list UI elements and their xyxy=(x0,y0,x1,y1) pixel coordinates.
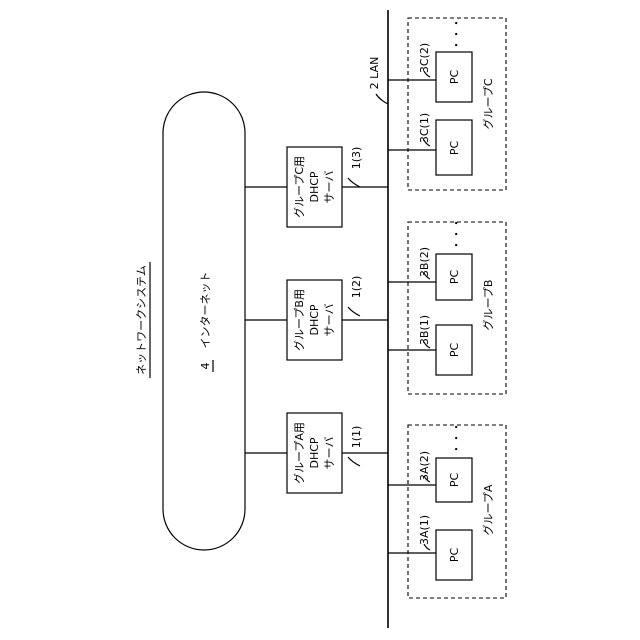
system-title: ネットワークシステム xyxy=(135,262,150,378)
server-b-line3: サーバ xyxy=(323,304,336,337)
server-b-leader xyxy=(348,307,360,316)
server-c-line2: DHCP xyxy=(308,171,321,202)
internet-label: インターネット xyxy=(199,272,212,349)
group-c-label: グループC xyxy=(481,78,495,129)
server-b-line1: グループB用 xyxy=(292,289,306,351)
server-c-leader xyxy=(348,178,360,187)
internet-number: 4 xyxy=(199,363,212,370)
server-a-line3: サーバ xyxy=(323,437,336,470)
dhcp-server-a: グループA用 DHCP サーバ 1(1) xyxy=(287,413,388,493)
server-c-line3: サーバ xyxy=(323,171,336,204)
pc-3c1-ref: 3C(1) xyxy=(418,113,431,143)
pc-3a2-label: PC xyxy=(448,473,461,488)
group-b: グループB ・・・ PC 3B(2) PC 3B(1) xyxy=(388,218,506,395)
server-c-line1: グループC用 xyxy=(292,156,306,218)
server-a-line2: DHCP xyxy=(308,437,321,468)
server-a-line1: グループA用 xyxy=(292,422,306,484)
pc-3b1-label: PC xyxy=(448,343,461,358)
pc-3b1-ref: 3B(1) xyxy=(418,315,431,345)
lan-leader xyxy=(376,94,388,104)
lan-label: 2 LAN xyxy=(368,57,381,90)
pc-3b2-ref: 3B(2) xyxy=(418,247,431,277)
pc-3a1-ref: 3A(1) xyxy=(418,515,431,545)
group-a-ellipsis: ・・・ xyxy=(450,422,463,455)
group-a: グループA ・・・ PC 3A(2) PC 3A(1) xyxy=(388,422,506,599)
group-c-ellipsis: ・・・ xyxy=(450,18,463,51)
group-b-ellipsis: ・・・ xyxy=(450,218,463,251)
group-b-label: グループB xyxy=(481,280,495,331)
pc-3a1-label: PC xyxy=(448,548,461,563)
lan-bus: 2 LAN xyxy=(368,10,388,628)
server-b-line2: DHCP xyxy=(308,304,321,335)
dhcp-server-c: グループC用 DHCP サーバ 1(3) xyxy=(287,147,388,227)
pc-3c2-ref: 3C(2) xyxy=(418,43,431,73)
server-c-ref: 1(3) xyxy=(350,147,363,170)
pc-3b2-label: PC xyxy=(448,270,461,285)
system-title-text: ネットワークシステム xyxy=(135,265,148,375)
group-a-label: グループA xyxy=(481,484,495,535)
pc-3c1-label: PC xyxy=(448,141,461,156)
server-b-ref: 1(2) xyxy=(350,276,363,299)
pc-3c2-label: PC xyxy=(448,70,461,85)
server-a-leader xyxy=(348,457,360,466)
server-a-ref: 1(1) xyxy=(350,426,363,449)
dhcp-server-b: グループB用 DHCP サーバ 1(2) xyxy=(287,276,388,360)
internet-node: 4 インターネット xyxy=(163,92,245,550)
group-c: グループC ・・・ PC 3C(2) PC 3C(1) xyxy=(388,18,506,191)
